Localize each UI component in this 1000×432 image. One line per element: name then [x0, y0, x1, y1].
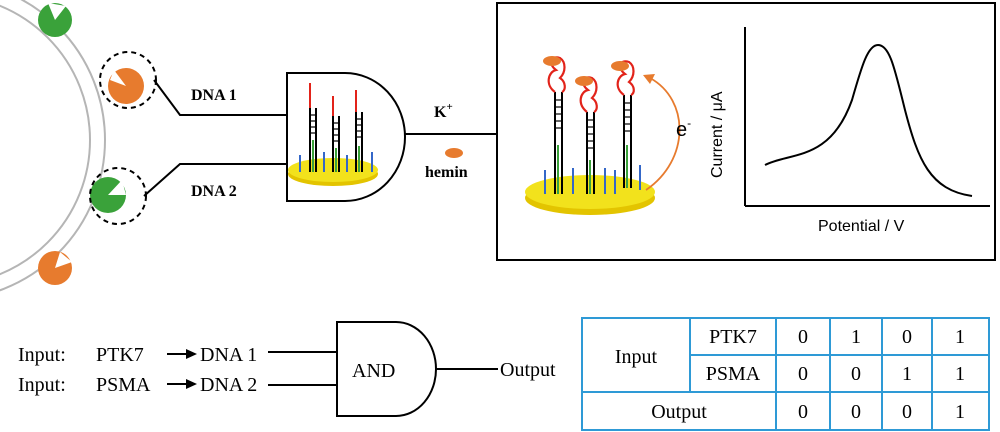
table-output-cell: 0: [851, 401, 861, 423]
table-output-cell: 1: [955, 401, 965, 423]
table-cell: 1: [955, 363, 965, 385]
electron-label: e-: [676, 116, 691, 141]
and-gate-symbol: [336, 321, 437, 417]
and-gate-electrode: [286, 72, 406, 202]
logic-schematic: Input: PTK7 DNA 1 Input: PSMA DNA 2 AND …: [18, 321, 556, 417]
table-output-cell: 0: [902, 401, 912, 423]
arrow-icon: [186, 379, 197, 389]
output-label: Output: [500, 359, 556, 381]
table-output-cell: 0: [798, 401, 808, 423]
x-axis-label: Potential / V: [818, 218, 905, 235]
input-prefix-2: Input:: [18, 374, 66, 396]
receptor-icon: [38, 3, 72, 37]
receptor-icon: [108, 68, 144, 104]
dna2-connector: [143, 163, 287, 197]
electrode-with-g-quadruplex: [525, 56, 655, 215]
binding-site-highlight: [89, 167, 147, 225]
table-cell: 0: [902, 326, 912, 348]
cell-membrane: [0, 0, 106, 292]
hemin-label: hemin: [425, 164, 468, 181]
table-cell: 1: [955, 326, 965, 348]
input-ptk7-label: PTK7: [96, 344, 144, 366]
truth-table: [581, 317, 990, 431]
receptor-icon: [38, 251, 72, 285]
input-prefix-1: Input:: [18, 344, 66, 366]
table-input-header: Input: [615, 346, 658, 368]
table-cell: 1: [902, 363, 912, 385]
dpv-plot: Current / μA Potential / V: [709, 27, 990, 235]
electron-transfer-arrow: [643, 74, 681, 191]
binding-site-highlight: [99, 51, 157, 109]
arrow-icon: [186, 349, 197, 359]
dpv-peak-curve: [764, 43, 973, 197]
table-row-psma-label: PSMA: [706, 363, 761, 385]
receptor-icon: [90, 177, 126, 213]
input-psma-label: PSMA: [96, 374, 151, 396]
table-output-header: Output: [651, 401, 707, 423]
table-cell: 0: [798, 363, 808, 385]
hemin-icon: [445, 148, 463, 158]
dna1-connector: [153, 79, 287, 116]
and-gate-label: AND: [352, 360, 395, 382]
table-cell: 0: [851, 363, 861, 385]
input-dna2-label: DNA 2: [200, 374, 257, 396]
table-cell: 0: [798, 326, 808, 348]
table-row-ptk7-label: PTK7: [709, 326, 757, 348]
dna2-label: DNA 2: [191, 183, 237, 200]
y-axis-label: Current / μA: [709, 91, 726, 178]
k-ion-label: K+: [434, 101, 453, 121]
truth-table-text: Input PTK7 PSMA Output 0 1 0 1 0 0 1 1 0…: [615, 326, 965, 423]
table-cell: 1: [851, 326, 861, 348]
dna1-label: DNA 1: [191, 87, 237, 104]
input-dna1-label: DNA 1: [200, 344, 257, 366]
